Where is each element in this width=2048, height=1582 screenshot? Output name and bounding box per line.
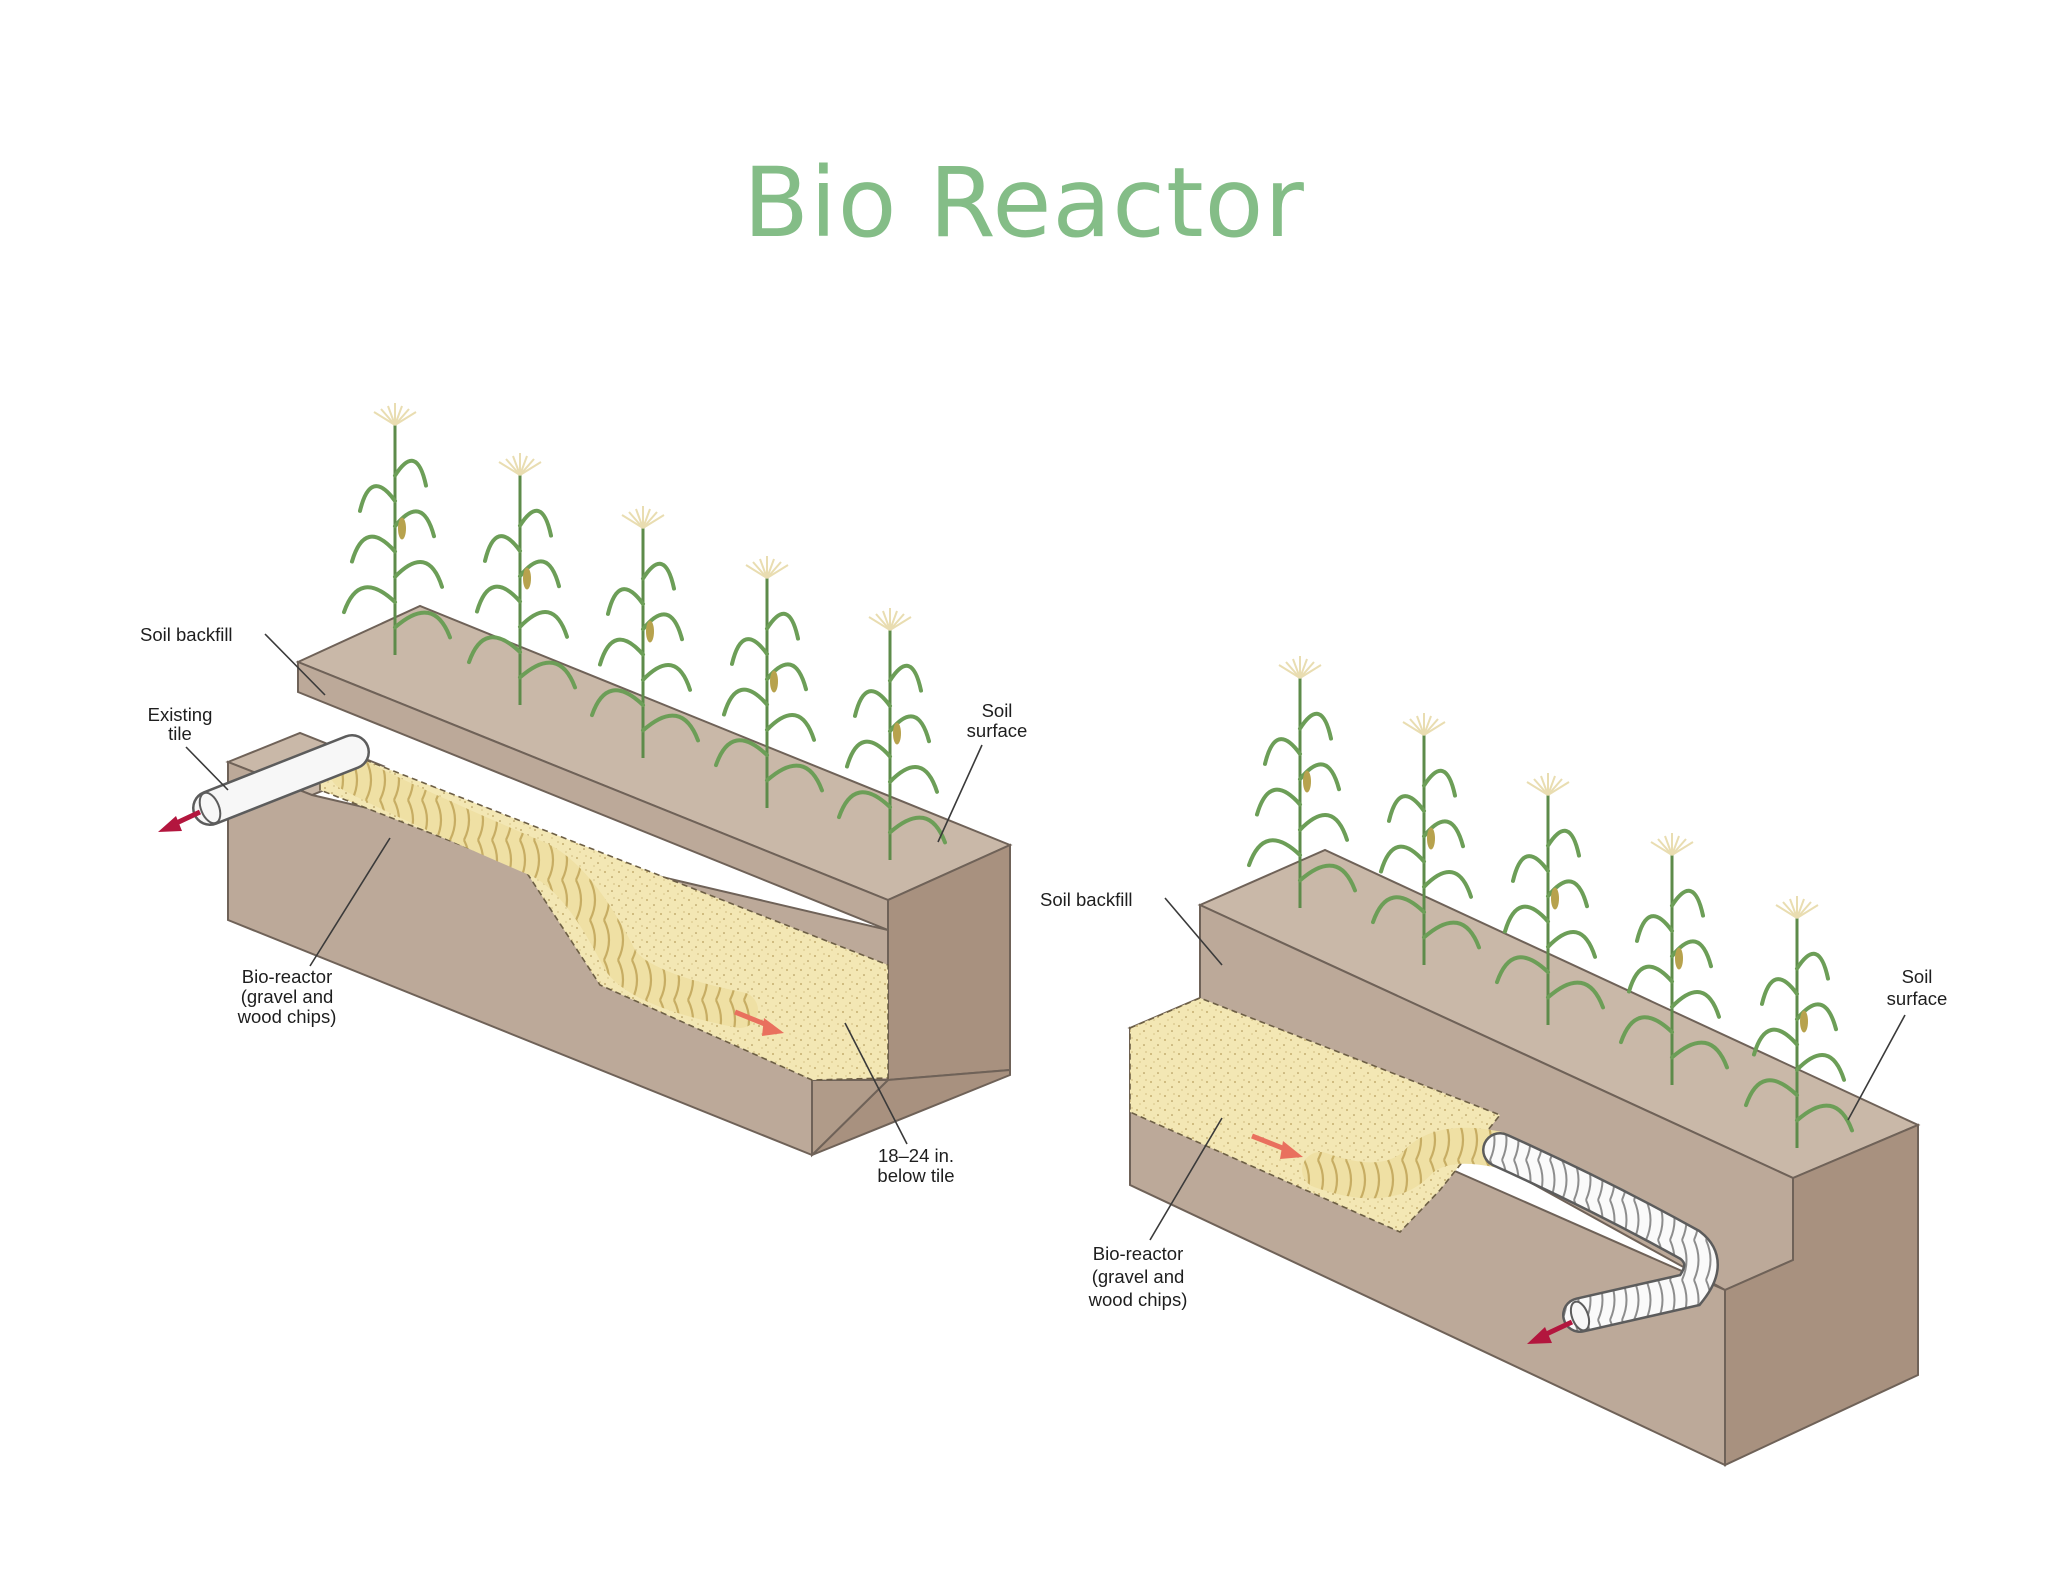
corn-plant-icon (1371, 713, 1481, 965)
label-depth-line2: below tile (877, 1165, 954, 1186)
corn-plant-icon (590, 506, 700, 758)
label-bioreactor-right-line1: Bio-reactor (1093, 1243, 1183, 1264)
label-bioreactor-left-line3: wood chips) (237, 1006, 337, 1027)
corn-plant-icon (467, 453, 577, 705)
corn-plant-icon (714, 556, 824, 808)
left-bioreactor-trench (319, 751, 889, 1081)
corn-plant-icon (342, 403, 452, 655)
flow-arrow-icon (1251, 1133, 1574, 1344)
label-existing-tile-line1: Existing (148, 704, 213, 725)
corn-plant-icon (1247, 656, 1357, 908)
label-soil-surface-right-line1: Soil (1902, 966, 1933, 987)
label-bioreactor-left-line2: (gravel and (241, 986, 334, 1007)
corn-plant-icon (1247, 656, 1854, 1148)
label-soil-backfill-left: Soil backfill (140, 624, 233, 645)
label-bioreactor-right-line3: wood chips) (1088, 1289, 1188, 1310)
label-soil-surface-left-line1: Soil (982, 700, 1013, 721)
label-existing-tile-line2: tile (168, 723, 192, 744)
drain-tile-icon (192, 734, 370, 826)
left-soil-block (225, 604, 1013, 1158)
label-bioreactor-right-line2: (gravel and (1092, 1266, 1185, 1287)
label-bioreactor-left-line1: Bio-reactor (242, 966, 332, 987)
label-soil-backfill-right: Soil backfill (1040, 889, 1133, 910)
drain-tile-icon (1482, 1132, 1719, 1333)
label-depth-line1: 18–24 in. (878, 1145, 954, 1166)
corn-plant-icon (1495, 773, 1605, 1025)
corn-plant-icon (342, 403, 947, 860)
slide-title: Bio Reactor (743, 147, 1305, 259)
flow-arrow-icon (158, 809, 784, 1036)
label-soil-surface-right-line2: surface (1887, 988, 1948, 1009)
corn-plant-icon (1619, 833, 1729, 1085)
right-labels: Soil backfill Soil surface Bio-reactor (… (1040, 889, 1947, 1310)
label-soil-surface-left-line2: surface (967, 720, 1028, 741)
corn-plant-icon (837, 608, 947, 860)
left-labels: Soil backfill Existing tile Soil surface… (140, 624, 1027, 1186)
corn-plant-icon (1744, 896, 1854, 1148)
right-bioreactor-trench (1129, 997, 1518, 1233)
